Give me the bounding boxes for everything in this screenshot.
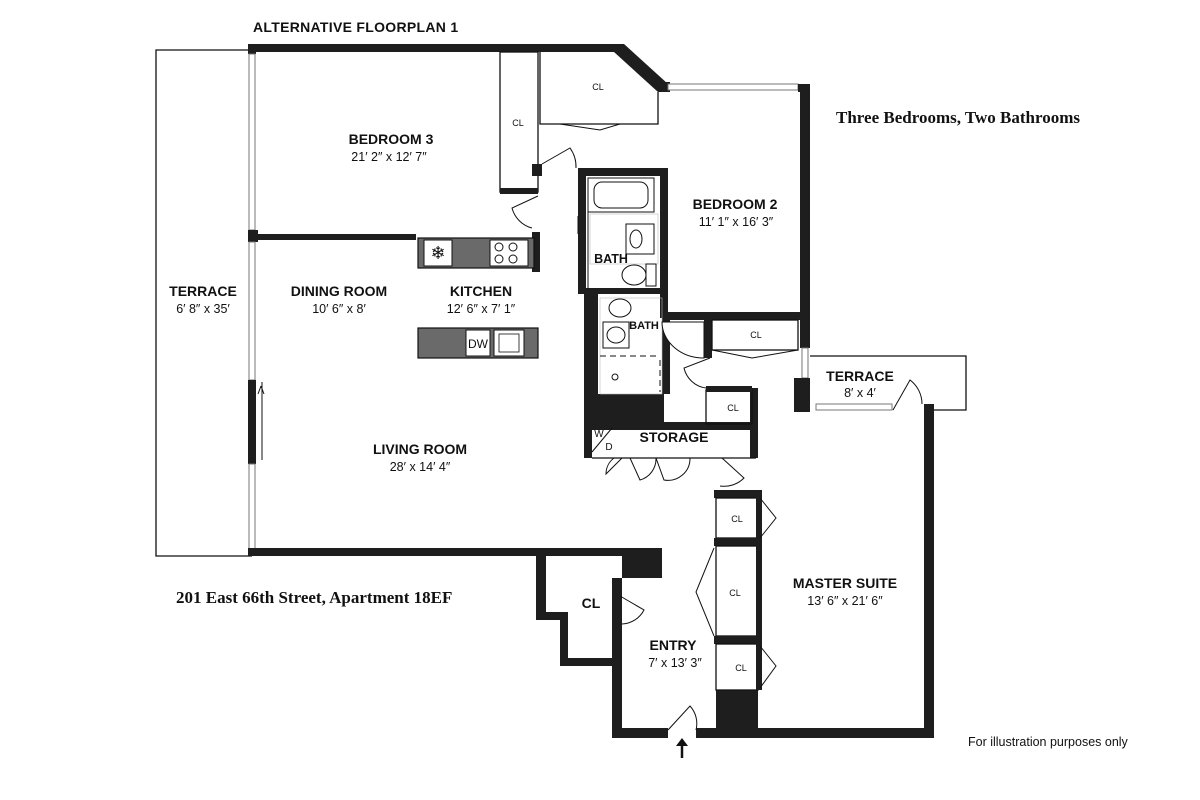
closet-label: CL [512, 118, 524, 128]
doors [257, 123, 799, 731]
kitchen-counters: ❄ DW [417, 237, 539, 359]
fridge-icon [423, 239, 453, 267]
terrace-west-outline [155, 49, 252, 557]
snowflake-icon: ❄ [430, 243, 445, 264]
closet-label: CL [731, 514, 743, 524]
floorplan-title: ALTERNATIVE FLOORPLAN 1 [253, 19, 459, 35]
disclaimer-text: For illustration purposes only [968, 735, 1129, 749]
entry-arrow-icon [676, 738, 688, 758]
bath2-label: BATH [629, 320, 659, 332]
terrace-west-label: TERRACE [169, 283, 237, 299]
bedroom2-label: BEDROOM 2 [693, 196, 778, 212]
terrace-west-dims: 6′ 8″ x 35′ [176, 302, 230, 316]
closet-label: CL [727, 403, 739, 413]
shower-icon [661, 321, 705, 359]
toilet-icon [621, 264, 647, 286]
dining-label: DINING ROOM [291, 283, 387, 299]
exterior-walls [248, 44, 934, 738]
stove-icon [489, 239, 529, 267]
bedroom2-dims: 11′ 1″ x 16′ 3″ [699, 215, 774, 229]
storage-label: STORAGE [640, 429, 709, 445]
closet-label: CL [735, 663, 747, 673]
terrace-east-dims: 8′ x 4′ [844, 386, 876, 400]
entry-closet-label: CL [582, 595, 601, 611]
dishwasher-label: DW [468, 337, 489, 351]
master-dims: 13′ 6″ x 21′ 6″ [807, 594, 883, 608]
bathtub-icon [587, 177, 655, 213]
living-dims: 28′ x 14′ 4″ [390, 460, 451, 474]
toilet-icon [608, 298, 632, 318]
living-label: LIVING ROOM [373, 441, 467, 457]
bedroom3-dims: 21′ 2″ x 12′ 7″ [351, 150, 427, 164]
dryer-label: D [605, 442, 612, 453]
terrace-east-outline [810, 355, 967, 411]
kitchen-dims: 12′ 6″ x 7′ 1″ [447, 302, 516, 316]
summary-text: Three Bedrooms, Two Bathrooms [836, 108, 1080, 127]
sink-icon [625, 223, 655, 255]
closet-label: CL [592, 82, 604, 92]
bedroom3-label: BEDROOM 3 [349, 131, 434, 147]
address-text: 201 East 66th Street, Apartment 18EF [176, 588, 452, 607]
master-label: MASTER SUITE [793, 575, 897, 591]
interior-walls [256, 51, 810, 738]
bath1-label: BATH [594, 252, 628, 266]
washer-label: W [594, 429, 604, 440]
closet-label: CL [729, 588, 741, 598]
closet-label: CL [750, 330, 762, 340]
entry-dims: 7′ x 13′ 3″ [648, 656, 702, 670]
bath1-fixtures [587, 177, 659, 290]
entry-label: ENTRY [650, 637, 698, 653]
terrace-east-label: TERRACE [826, 368, 894, 384]
washer-dryer: W D [591, 427, 613, 453]
kitchen-label: KITCHEN [450, 283, 512, 299]
bath2-fixtures [599, 297, 705, 395]
dining-dims: 10′ 6″ x 8′ [312, 302, 366, 316]
